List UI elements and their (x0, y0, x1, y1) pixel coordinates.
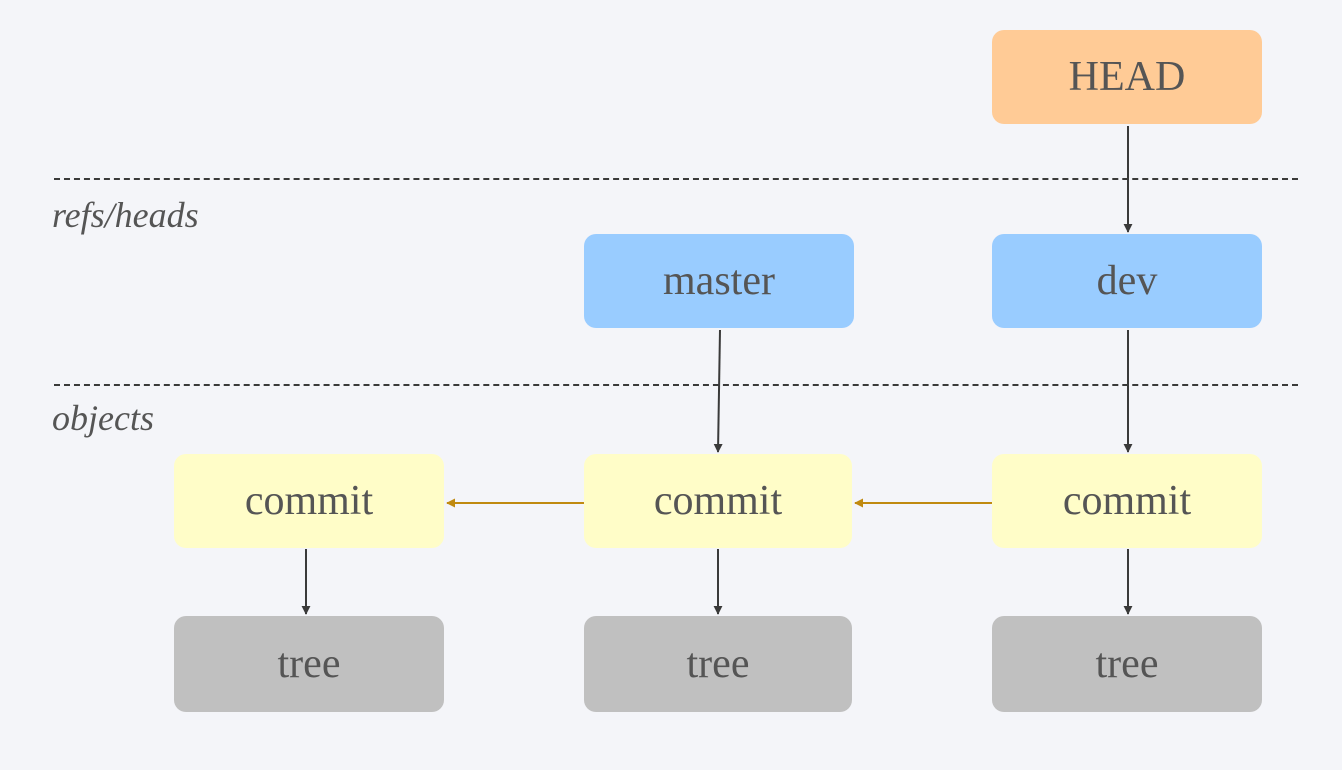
section-label-refs-heads: refs/heads (52, 195, 199, 235)
commit-label-1: commit (244, 478, 374, 524)
branch-dev-label: dev (1096, 258, 1158, 304)
commit-label-3: commit (1062, 478, 1192, 524)
tree-label-1: tree (277, 641, 341, 687)
tree-node-1: tree (174, 616, 444, 712)
tree-label-3: tree (1095, 641, 1159, 687)
commit-node-3: commit (992, 454, 1262, 548)
commit-node-2: commit (584, 454, 852, 548)
head-label: HEAD (1068, 54, 1186, 100)
arrow-master-to-commit (713, 329, 723, 453)
commit-label-2: commit (653, 478, 783, 524)
branch-master-label: master (663, 258, 775, 304)
commit-node-1: commit (174, 454, 444, 548)
branch-master-node: master (584, 234, 854, 328)
tree-label-2: tree (686, 641, 750, 687)
section-label-objects: objects (52, 398, 154, 438)
divider-refs (54, 178, 1298, 180)
tree-node-2: tree (584, 616, 852, 712)
head-node: HEAD (992, 30, 1262, 124)
divider-objects (54, 384, 1298, 386)
branch-dev-node: dev (992, 234, 1262, 328)
tree-node-3: tree (992, 616, 1262, 712)
